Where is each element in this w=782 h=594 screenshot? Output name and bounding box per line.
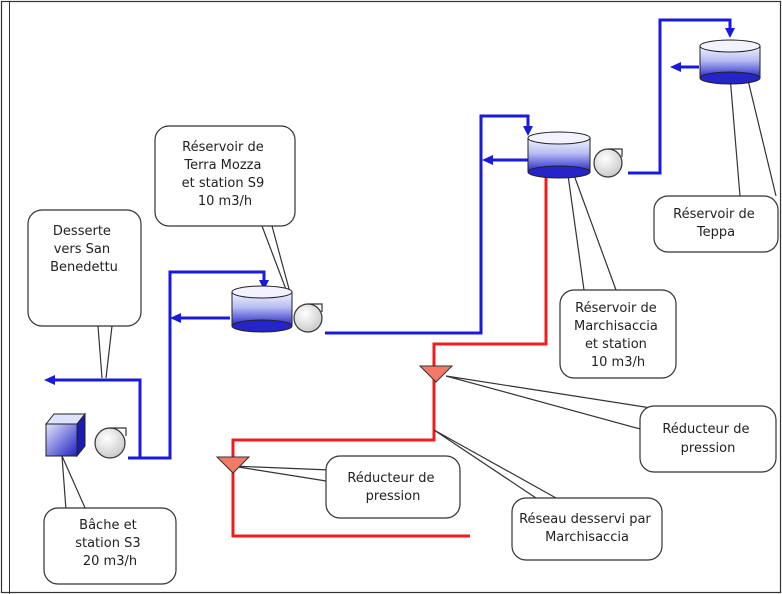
callout-reducer-left: Réducteur de pression bbox=[325, 455, 461, 519]
connector-reseau bbox=[433, 429, 557, 499]
callout-line: Bâche et bbox=[79, 518, 137, 533]
callout-line: Réducteur de bbox=[662, 422, 749, 437]
reservoir-terra-mozza bbox=[231, 285, 293, 333]
arrow-terra-mozza-left bbox=[170, 313, 181, 323]
arrow-terra-mozza-down bbox=[259, 280, 269, 290]
connector-teppa bbox=[729, 75, 777, 197]
callout-line: station S3 bbox=[75, 536, 140, 551]
callout-line: pression bbox=[681, 441, 736, 456]
connector-reducer-right bbox=[445, 375, 665, 431]
pipe-marchisaccia-to-teppa bbox=[628, 18, 732, 175]
cylinder-tank-icon bbox=[231, 285, 293, 333]
connector-terra-mozza bbox=[261, 225, 293, 301]
callout-line: Réducteur de bbox=[347, 471, 434, 486]
callout-line: Desserte bbox=[53, 224, 111, 239]
callout-reseau: Réseau desservi par Marchisaccia bbox=[511, 497, 663, 561]
callout-line: et station S9 bbox=[182, 176, 265, 191]
arrow-marchisaccia-down bbox=[523, 126, 533, 136]
bache-tank bbox=[44, 412, 87, 458]
callout-line: Marchisaccia bbox=[574, 319, 658, 334]
svg-text:Bâche et station S3: Bâche et station S3 20 m3/h bbox=[75, 518, 145, 569]
reservoir-teppa bbox=[699, 39, 761, 85]
callout-line: Réservoir de bbox=[575, 301, 657, 316]
connector-san-benedettu bbox=[97, 325, 113, 379]
callout-line: Réseau desservi par bbox=[519, 512, 651, 527]
svg-text:Réservoir de Terra Mozza: Réservoir de Terra Mozza et station S9 1… bbox=[182, 140, 269, 209]
arrow-teppa-left bbox=[670, 62, 681, 72]
callout-line: Réservoir de bbox=[182, 140, 264, 155]
callout-line: 10 m3/h bbox=[591, 355, 645, 370]
callout-reducer-right: Réducteur de pression bbox=[639, 405, 777, 473]
svg-text:Réservoir de Teppa: Réservoir de Teppa bbox=[673, 207, 759, 240]
pipe-bache-to-terra-mozza bbox=[128, 270, 266, 460]
cylinder-tank-icon bbox=[699, 39, 761, 85]
arrow-san-benedettu bbox=[44, 375, 55, 385]
connector-marchisaccia bbox=[567, 174, 617, 291]
distribution-pipes bbox=[231, 172, 548, 538]
callout-teppa: Réservoir de Teppa bbox=[653, 195, 779, 253]
flow-arrows bbox=[44, 28, 735, 385]
callout-line: Réservoir de bbox=[673, 207, 755, 222]
svg-text:Réducteur de pression: Réducteur de pression bbox=[662, 422, 753, 456]
pump-icon bbox=[593, 148, 623, 178]
pump-icon bbox=[293, 303, 323, 333]
red-pipe-main bbox=[231, 172, 548, 538]
callout-line: Benedettu bbox=[50, 260, 118, 275]
arrow-teppa-down bbox=[725, 28, 735, 38]
pump-icon bbox=[94, 427, 127, 459]
arrow-marchisaccia-left bbox=[482, 155, 493, 165]
callout-connectors bbox=[61, 75, 777, 511]
callout-san-benedettu: Desserte vers San Benedettu bbox=[27, 209, 142, 327]
callout-line: et station bbox=[585, 337, 647, 352]
svg-text:Réducteur de pression: Réducteur de pression bbox=[347, 471, 438, 504]
svg-text:Réservoir de Marchisacci: Réservoir de Marchisaccia et station 10 … bbox=[574, 301, 662, 370]
callout-bache: Bâche et station S3 20 m3/h bbox=[43, 507, 177, 585]
callout-line: Marchisaccia bbox=[545, 530, 629, 545]
callout-line: Teppa bbox=[696, 225, 735, 240]
pressure-reducer-icon bbox=[215, 456, 251, 474]
callout-marchisaccia: Réservoir de Marchisaccia et station 10 … bbox=[559, 289, 677, 379]
callout-line: pression bbox=[366, 489, 421, 504]
callout-line: 20 m3/h bbox=[83, 554, 137, 569]
callout-line: 10 m3/h bbox=[198, 194, 252, 209]
callout-terra-mozza: Réservoir de Terra Mozza et station S9 1… bbox=[154, 125, 296, 227]
pressure-reducer-icon bbox=[418, 365, 454, 383]
callout-line: Terra Mozza bbox=[183, 158, 261, 173]
cylinder-tank-icon bbox=[527, 131, 591, 179]
pipe-terra-mozza-to-marchisaccia bbox=[325, 114, 530, 335]
svg-text:Desserte vers San: Desserte vers San Benedettu bbox=[50, 224, 118, 275]
supply-pipes bbox=[50, 18, 732, 460]
reservoir-marchisaccia bbox=[527, 131, 591, 179]
pipe-bache-to-san-benedettu bbox=[50, 378, 142, 460]
svg-text:Réseau desservi par Marc: Réseau desservi par Marchisaccia bbox=[519, 512, 655, 545]
callout-line: vers San bbox=[54, 242, 110, 257]
connector-bache bbox=[61, 455, 87, 511]
